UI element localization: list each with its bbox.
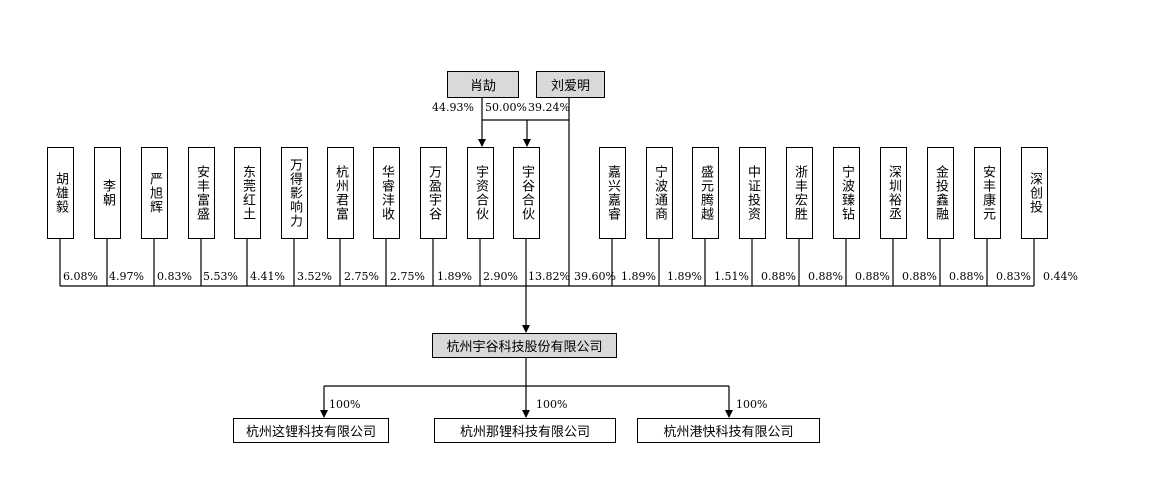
subsidiary-name: 杭州港快科技有限公司 — [663, 425, 794, 440]
subsidiary-share-pct: 100% — [329, 398, 361, 411]
share-pct: 4.41% — [250, 270, 285, 283]
subsidiary-box: 杭州那锂科技有限公司 — [434, 418, 616, 443]
shareholder-name: 安丰康元 — [980, 165, 995, 221]
share-pct: 2.90% — [483, 270, 518, 283]
shareholder-name: 万盈宇谷 — [426, 165, 441, 221]
shareholder-name: 东莞红土 — [240, 165, 255, 221]
share-pct: 0.44% — [1043, 270, 1078, 283]
share-pct: 2.75% — [344, 270, 379, 283]
person-liu-aiming: 刘爱明 — [536, 71, 605, 98]
shareholder-box: 严旭辉 — [141, 147, 168, 239]
subsidiary-share-pct: 100% — [536, 398, 568, 411]
share-pct: 0.88% — [808, 270, 843, 283]
shareholder-box: 深创投 — [1021, 147, 1048, 239]
person-name: 肖劼 — [469, 79, 496, 94]
share-pct: 0.83% — [157, 270, 192, 283]
shareholder-box: 安丰富盛 — [188, 147, 215, 239]
subsidiary-share-pct: 100% — [736, 398, 768, 411]
subsidiary-name: 杭州这锂科技有限公司 — [245, 425, 376, 440]
shareholder-box: 盛元腾越 — [692, 147, 719, 239]
shareholder-name: 宇谷合伙 — [519, 165, 534, 221]
share-pct: 13.82% — [528, 270, 570, 283]
share-pct: 1.89% — [437, 270, 472, 283]
shareholder-name: 宁波臻钻 — [839, 165, 854, 221]
company-name: 杭州宇谷科技股份有限公司 — [446, 340, 603, 355]
subsidiary-name: 杭州那锂科技有限公司 — [459, 425, 590, 440]
subsidiary-box: 杭州这锂科技有限公司 — [233, 418, 389, 443]
shareholder-name: 李朝 — [100, 179, 115, 207]
shareholder-name: 深圳裕丞 — [886, 165, 901, 221]
share-pct: 0.88% — [902, 270, 937, 283]
shareholder-box: 李朝 — [94, 147, 121, 239]
shareholder-name: 金投鑫融 — [933, 165, 948, 221]
shareholder-name: 安丰富盛 — [194, 165, 209, 221]
shareholder-box: 安丰康元 — [974, 147, 1001, 239]
share-pct: 0.83% — [996, 270, 1031, 283]
shareholder-name: 中证投资 — [745, 165, 760, 221]
shareholder-box: 华睿沣收 — [373, 147, 400, 239]
person-xiao-jie: 肖劼 — [447, 71, 519, 98]
share-pct: 1.51% — [714, 270, 749, 283]
shareholder-name: 盛元腾越 — [698, 165, 713, 221]
shareholder-box: 万盈宇谷 — [420, 147, 447, 239]
share-pct: 39.60% — [574, 270, 616, 283]
subsidiary-box: 杭州港快科技有限公司 — [637, 418, 820, 443]
share-pct: 6.08% — [63, 270, 98, 283]
shareholder-box: 万得影响力 — [281, 147, 308, 239]
shareholder-box: 金投鑫融 — [927, 147, 954, 239]
shareholder-name: 万得影响力 — [287, 158, 302, 228]
shareholder-box: 宁波臻钻 — [833, 147, 860, 239]
share-pct: 3.52% — [297, 270, 332, 283]
shareholder-name: 宁波通商 — [652, 165, 667, 221]
shareholder-name: 深创投 — [1027, 172, 1042, 214]
shareholder-name: 浙丰宏胜 — [792, 165, 807, 221]
shareholder-box: 胡雄毅 — [47, 147, 74, 239]
shareholder-name: 杭州君富 — [333, 165, 348, 221]
share-pct: 5.53% — [203, 270, 238, 283]
shareholder-box: 杭州君富 — [327, 147, 354, 239]
ratio-xiao-jie-yuzi: 44.93% — [432, 101, 474, 114]
shareholder-box: 嘉兴嘉睿 — [599, 147, 626, 239]
shareholder-box: 中证投资 — [739, 147, 766, 239]
shareholder-name: 嘉兴嘉睿 — [605, 165, 620, 221]
person-name: 刘爱明 — [550, 79, 590, 94]
share-pct: 1.89% — [621, 270, 656, 283]
shareholder-name: 华睿沣收 — [379, 165, 394, 221]
share-pct: 1.89% — [667, 270, 702, 283]
ratio-xiao-jie-yugu: 50.00% — [485, 101, 527, 114]
shareholder-box: 宁波通商 — [646, 147, 673, 239]
share-pct: 0.88% — [761, 270, 796, 283]
shareholder-box: 宇资合伙 — [467, 147, 494, 239]
ratio-liu-aiming-yugu: 39.24% — [528, 101, 570, 114]
shareholder-box: 宇谷合伙 — [513, 147, 540, 239]
shareholder-name: 胡雄毅 — [53, 172, 68, 214]
shareholder-box: 浙丰宏胜 — [786, 147, 813, 239]
shareholder-name: 严旭辉 — [147, 172, 162, 214]
shareholder-box: 东莞红土 — [234, 147, 261, 239]
shareholder-name: 宇资合伙 — [473, 165, 488, 221]
share-pct: 2.75% — [390, 270, 425, 283]
share-pct: 0.88% — [949, 270, 984, 283]
share-pct: 4.97% — [109, 270, 144, 283]
company-box: 杭州宇谷科技股份有限公司 — [432, 333, 617, 358]
share-pct: 0.88% — [855, 270, 890, 283]
shareholder-box: 深圳裕丞 — [880, 147, 907, 239]
